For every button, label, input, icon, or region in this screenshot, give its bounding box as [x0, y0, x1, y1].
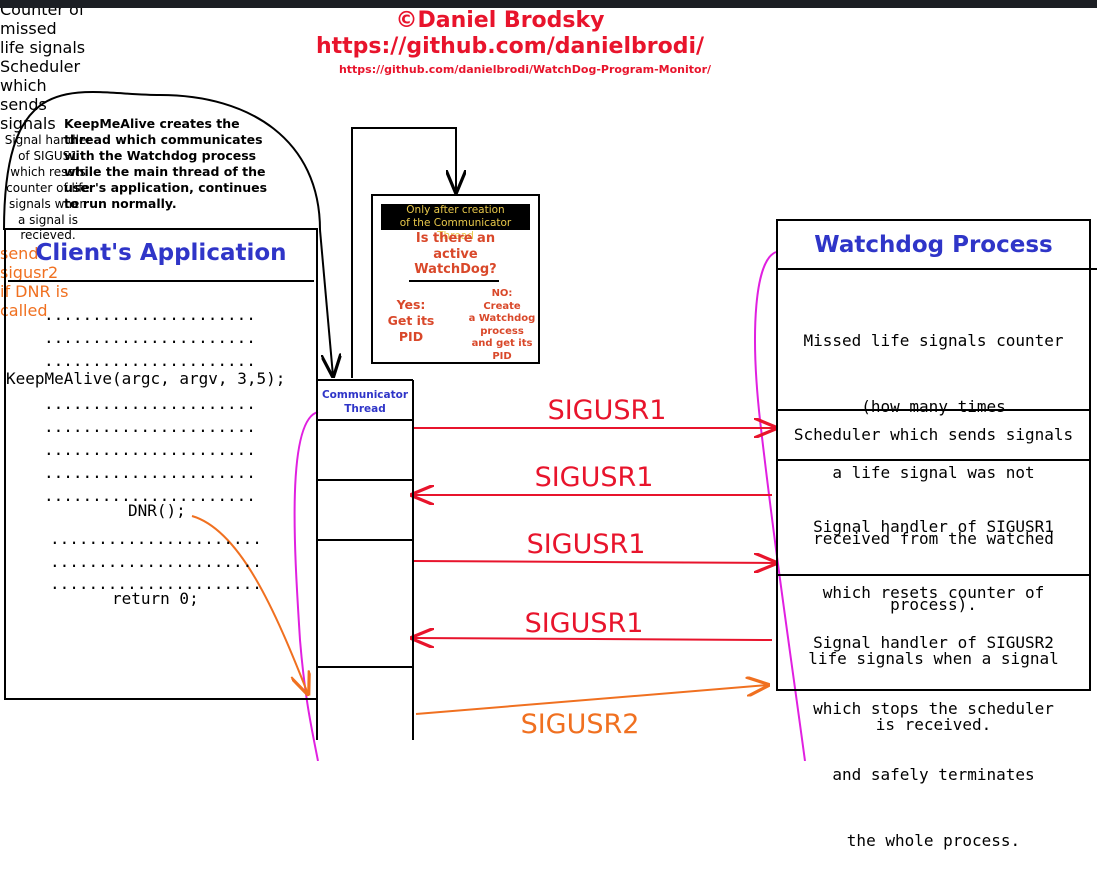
thread-title-line: Thread — [344, 403, 386, 415]
thread-counter-line: missed — [0, 19, 57, 38]
sigusr1-arrow-3 — [413, 561, 776, 563]
signal-label-sigusr1: SIGUSR1 — [524, 608, 644, 639]
signal-label-sigusr1: SIGUSR1 — [526, 529, 646, 560]
thread-to-decision-loop — [351, 127, 456, 378]
client-title-divider — [8, 280, 314, 282]
decision-question: Is there an active WatchDog? — [381, 231, 530, 278]
dnr-call: DNR(); — [128, 501, 186, 520]
thread-counter-line: life signals — [0, 38, 86, 57]
thread-title-line: Communicator — [321, 389, 409, 401]
thread-send-line: send sigusr2 — [0, 244, 59, 283]
no-line: and get its — [471, 338, 533, 349]
watchdog-counter-line: received from the watched — [813, 529, 1054, 548]
thread-handler-line: counter of life — [6, 180, 90, 195]
thread-scheduler-line: Scheduler — [0, 57, 81, 76]
watchdog-divider-2 — [778, 459, 1089, 461]
watchdog-handler2-line: and safely terminates — [832, 765, 1035, 784]
signal-label-sigusr1: SIGUSR1 — [547, 395, 667, 426]
watchdog-handler1-line: is received. — [875, 715, 992, 734]
thread-title: Communicator Thread — [317, 388, 413, 416]
code-dots: ...................... — [44, 440, 256, 459]
repo-link[interactable]: https://github.com/danielbrodi/WatchDog-… — [338, 63, 712, 76]
thread-handler-line: recieved. — [20, 228, 76, 243]
top-bar — [0, 0, 1097, 8]
thread-send-section: send sigusr2 if DNR is called — [0, 244, 90, 320]
github-link[interactable]: https://github.com/danielbrodi/ — [315, 34, 705, 59]
question-line: WatchDog? — [414, 262, 497, 277]
thread-handler-section: Signal handler of SIGUS1 which resets co… — [0, 133, 96, 244]
thread-handler-line: signals when — [9, 196, 87, 211]
keepmealive-call: KeepMeAlive(argc, argv, 3,5); — [6, 369, 286, 388]
watchdog-counter-line: process). — [890, 595, 977, 614]
return-statement: return 0; — [112, 589, 199, 608]
watchdog-divider-3 — [778, 574, 1089, 576]
watchdog-process-box — [776, 219, 1091, 691]
thread-handler-line: which resets — [10, 164, 86, 179]
no-line: PID — [492, 350, 512, 362]
question-line: active — [433, 246, 478, 262]
watchdog-counter-line: a life signal was not — [832, 463, 1035, 482]
decision-box — [371, 194, 540, 364]
no-line: process — [480, 325, 524, 337]
client-application-box — [4, 228, 318, 700]
decision-yes: Yes: Get its PID — [378, 297, 444, 345]
watchdog-counter-line: Missed life signals counter — [803, 331, 1064, 350]
copyright-line: ©Daniel Brodsky — [395, 8, 605, 33]
question-line: Is there an — [415, 231, 496, 246]
watchdog-scheduler-text: Scheduler which sends signals — [793, 425, 1074, 444]
watchdog-handler2-line: which stops the scheduler — [813, 699, 1054, 718]
watchdog-handler2-line: the whole process. — [846, 831, 1021, 850]
banner-line: Only after creation — [406, 204, 505, 216]
code-dots: ...................... — [50, 574, 262, 593]
watchdog-handler2-text: Signal handler of SIGUSR2 which stops th… — [778, 588, 1089, 874]
code-dots: ...................... — [44, 305, 256, 324]
no-line: Create — [483, 300, 521, 312]
thread-scheduler-line: which — [0, 76, 47, 95]
thread-handler-line: a signal is — [17, 212, 79, 227]
thread-handler-line: Signal handler — [4, 133, 92, 147]
code-dots: ...................... — [44, 463, 256, 482]
code-dots: ...................... — [50, 552, 262, 571]
thread-handler-line: of SIGUS1 — [18, 148, 78, 163]
watchdog-handler1-line: Signal handler of SIGUSR1 — [813, 517, 1054, 536]
code-dots: ...................... — [44, 417, 256, 436]
yes-line: PID — [398, 329, 424, 344]
dome-to-thread-arrow — [319, 229, 333, 376]
signal-label-sigusr1: SIGUSR1 — [534, 462, 654, 493]
thread-send-line: called — [0, 301, 48, 321]
watchdog-title: Watchdog Process — [814, 232, 1053, 258]
keepmealive-note: KeepMeAlive creates the thread which com… — [64, 116, 268, 211]
client-title: Client's Application — [35, 240, 287, 266]
code-dots: ...................... — [44, 394, 256, 413]
watchdog-handler2-line: Signal handler of SIGUSR2 — [813, 633, 1054, 652]
decision-divider — [409, 280, 499, 282]
watchdog-counter-line: (how many times — [861, 397, 1006, 416]
thread-send-line: if DNR is — [0, 282, 69, 302]
watchdog-title-divider — [778, 268, 1097, 270]
thread-lifeline — [293, 411, 319, 761]
dnr-to-thread-curve — [191, 515, 308, 694]
code-dots: ...................... — [44, 328, 256, 347]
watchdog-handler1-text: Signal handler of SIGUSR1 which resets c… — [778, 472, 1089, 758]
code-dots: ...................... — [44, 486, 256, 505]
sigusr1-arrow-4 — [412, 638, 773, 640]
watchdog-divider-1 — [778, 409, 1089, 411]
watchdog-counter-text: Missed life signals counter (how many ti… — [778, 286, 1089, 638]
no-line: a Watchdog — [468, 313, 536, 324]
signal-label-sigusr2: SIGUSR2 — [520, 709, 640, 740]
decision-no: NO: Create a Watchdog process and get it… — [462, 288, 542, 363]
dome-curve — [3, 91, 321, 231]
no-line: NO: — [491, 288, 513, 299]
yes-line: Yes: — [396, 297, 426, 312]
yes-line: Get its — [387, 313, 435, 328]
sigusr2-arrow — [415, 685, 768, 715]
code-dots: ...................... — [44, 351, 256, 370]
connector-layer — [3, 91, 806, 761]
watchdog-handler1-line: life signals when a signal — [808, 649, 1059, 668]
banner-line: of the Communicator Thread — [399, 217, 512, 242]
watchdog-lifeline — [754, 251, 806, 761]
decision-banner: Only after creation of the Communicator … — [381, 204, 530, 242]
watchdog-handler1-line: which resets counter of — [822, 583, 1045, 602]
code-dots: ...................... — [50, 529, 262, 548]
